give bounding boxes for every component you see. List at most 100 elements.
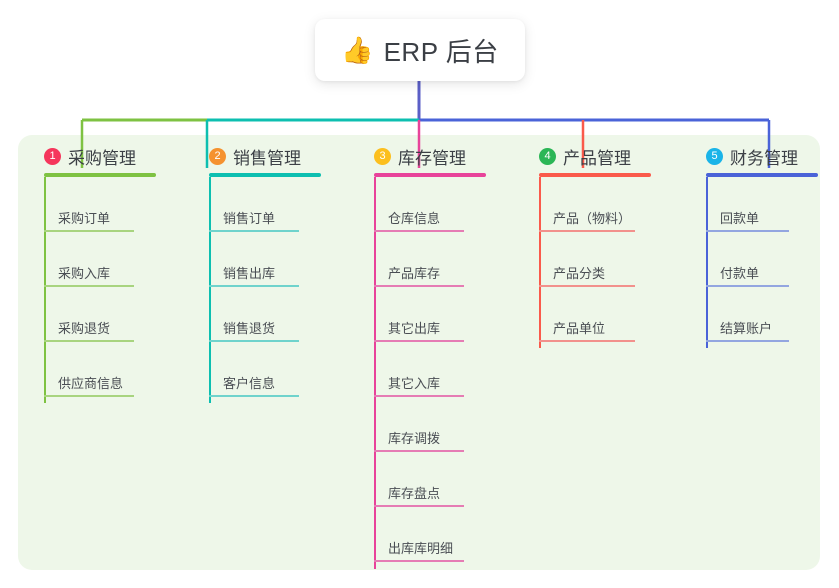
leaf-label: 产品分类 — [553, 266, 606, 281]
leaf-label: 其它出库 — [388, 321, 441, 336]
leaf-node[interactable]: 库存调拨 — [365, 397, 486, 452]
leaf-node[interactable]: 其它入库 — [365, 342, 486, 397]
leaf-node[interactable]: 产品分类 — [530, 232, 651, 287]
leaf-rule — [209, 395, 299, 397]
root-title: ERP 后台 — [383, 36, 499, 67]
leaf-node[interactable]: 产品单位 — [530, 287, 651, 342]
column-spine — [374, 177, 376, 569]
leaf-label: 供应商信息 — [58, 376, 124, 391]
leaf-node[interactable]: 客户信息 — [200, 342, 321, 397]
leaf-node[interactable]: 产品库存 — [365, 232, 486, 287]
leaf-label: 销售退货 — [223, 321, 276, 336]
thumbs-up-icon: 👍 — [341, 35, 374, 65]
leaf-rule — [539, 285, 635, 287]
badge-number-icon: 4 — [539, 147, 556, 165]
leaf-label: 回款单 — [720, 211, 760, 226]
leaf-rule — [374, 560, 464, 562]
column-purchase[interactable]: 1 采购管理采购订单采购入库采购退货供应商信息 — [35, 144, 156, 403]
leaf-label: 出库库明细 — [388, 541, 454, 556]
column-title: 采购管理 — [68, 148, 136, 168]
leaf-rule — [706, 230, 789, 232]
leaf-label: 付款单 — [720, 266, 760, 281]
leaf-node[interactable]: 其它出库 — [365, 287, 486, 342]
leaf-label: 产品库存 — [388, 266, 441, 281]
column-spine — [706, 177, 708, 348]
leaf-rule — [706, 340, 789, 342]
badge-number-icon: 2 — [209, 147, 226, 165]
column-items-inventory: 仓库信息产品库存其它出库其它入库库存调拨库存盘点出库库明细 — [365, 177, 486, 569]
leaf-rule — [209, 230, 299, 232]
column-header-inventory[interactable]: 3 库存管理 — [365, 144, 486, 168]
column-items-sales: 销售订单销售出库销售退货客户信息 — [200, 177, 321, 403]
leaf-rule — [374, 285, 464, 287]
leaf-rule — [374, 340, 464, 342]
leaf-label: 销售出库 — [223, 266, 276, 281]
leaf-label: 客户信息 — [223, 376, 276, 391]
leaf-label: 其它入库 — [388, 376, 441, 391]
leaf-node[interactable]: 库存盘点 — [365, 452, 486, 507]
leaf-label: 采购订单 — [58, 211, 111, 226]
leaf-node[interactable]: 采购退货 — [35, 287, 156, 342]
leaf-rule — [374, 450, 464, 452]
leaf-node[interactable]: 采购入库 — [35, 232, 156, 287]
leaf-label: 产品（物料） — [553, 211, 632, 226]
column-spine — [209, 177, 211, 403]
column-items-product: 产品（物料） 产品分类产品单位 — [530, 177, 651, 348]
leaf-label: 仓库信息 — [388, 211, 441, 226]
column-spine — [44, 177, 46, 403]
leaf-label: 库存盘点 — [388, 486, 441, 501]
leaf-label: 库存调拨 — [388, 431, 441, 446]
leaf-node[interactable]: 产品（物料） — [530, 177, 651, 232]
column-finance[interactable]: 5 财务管理回款单付款单结算账户 — [697, 144, 818, 348]
leaf-node[interactable]: 采购订单 — [35, 177, 156, 232]
leaf-rule — [44, 340, 134, 342]
column-header-rule — [539, 173, 651, 177]
leaf-rule — [539, 230, 635, 232]
leaf-rule — [44, 230, 134, 232]
leaf-node[interactable]: 付款单 — [697, 232, 818, 287]
root-node-card[interactable]: 👍 ERP 后台 — [315, 19, 525, 81]
column-spine — [539, 177, 541, 348]
leaf-node[interactable]: 销售退货 — [200, 287, 321, 342]
leaf-node[interactable]: 销售出库 — [200, 232, 321, 287]
leaf-node[interactable]: 结算账户 — [697, 287, 818, 342]
badge-number-icon: 3 — [374, 147, 391, 165]
column-title: 产品管理 — [563, 148, 631, 168]
column-header-rule — [706, 173, 818, 177]
leaf-rule — [539, 340, 635, 342]
column-header-purchase[interactable]: 1 采购管理 — [35, 144, 156, 168]
leaf-rule — [374, 505, 464, 507]
column-header-rule — [209, 173, 321, 177]
leaf-rule — [374, 395, 464, 397]
badge-number-icon: 1 — [44, 147, 61, 165]
leaf-label: 产品单位 — [553, 321, 606, 336]
column-items-purchase: 采购订单采购入库采购退货供应商信息 — [35, 177, 156, 403]
column-header-finance[interactable]: 5 财务管理 — [697, 144, 818, 168]
leaf-label: 销售订单 — [223, 211, 276, 226]
leaf-rule — [44, 285, 134, 287]
leaf-node[interactable]: 供应商信息 — [35, 342, 156, 397]
column-product[interactable]: 4 产品管理产品（物料） 产品分类产品单位 — [530, 144, 651, 348]
content-panel — [18, 135, 820, 570]
leaf-rule — [209, 340, 299, 342]
leaf-node[interactable]: 销售订单 — [200, 177, 321, 232]
leaf-rule — [44, 395, 134, 397]
leaf-label: 采购入库 — [58, 266, 111, 281]
column-title: 库存管理 — [398, 148, 466, 168]
leaf-rule — [209, 285, 299, 287]
badge-number-icon: 5 — [706, 147, 723, 165]
column-title: 财务管理 — [730, 148, 798, 168]
leaf-node[interactable]: 出库库明细 — [365, 507, 486, 562]
leaf-node[interactable]: 仓库信息 — [365, 177, 486, 232]
leaf-node[interactable]: 回款单 — [697, 177, 818, 232]
leaf-label: 采购退货 — [58, 321, 111, 336]
column-header-rule — [374, 173, 486, 177]
column-header-product[interactable]: 4 产品管理 — [530, 144, 651, 168]
leaf-rule — [706, 285, 789, 287]
leaf-label: 结算账户 — [720, 321, 773, 336]
column-items-finance: 回款单付款单结算账户 — [697, 177, 818, 348]
leaf-rule — [374, 230, 464, 232]
column-inventory[interactable]: 3 库存管理仓库信息产品库存其它出库其它入库库存调拨库存盘点出库库明细 — [365, 144, 486, 569]
